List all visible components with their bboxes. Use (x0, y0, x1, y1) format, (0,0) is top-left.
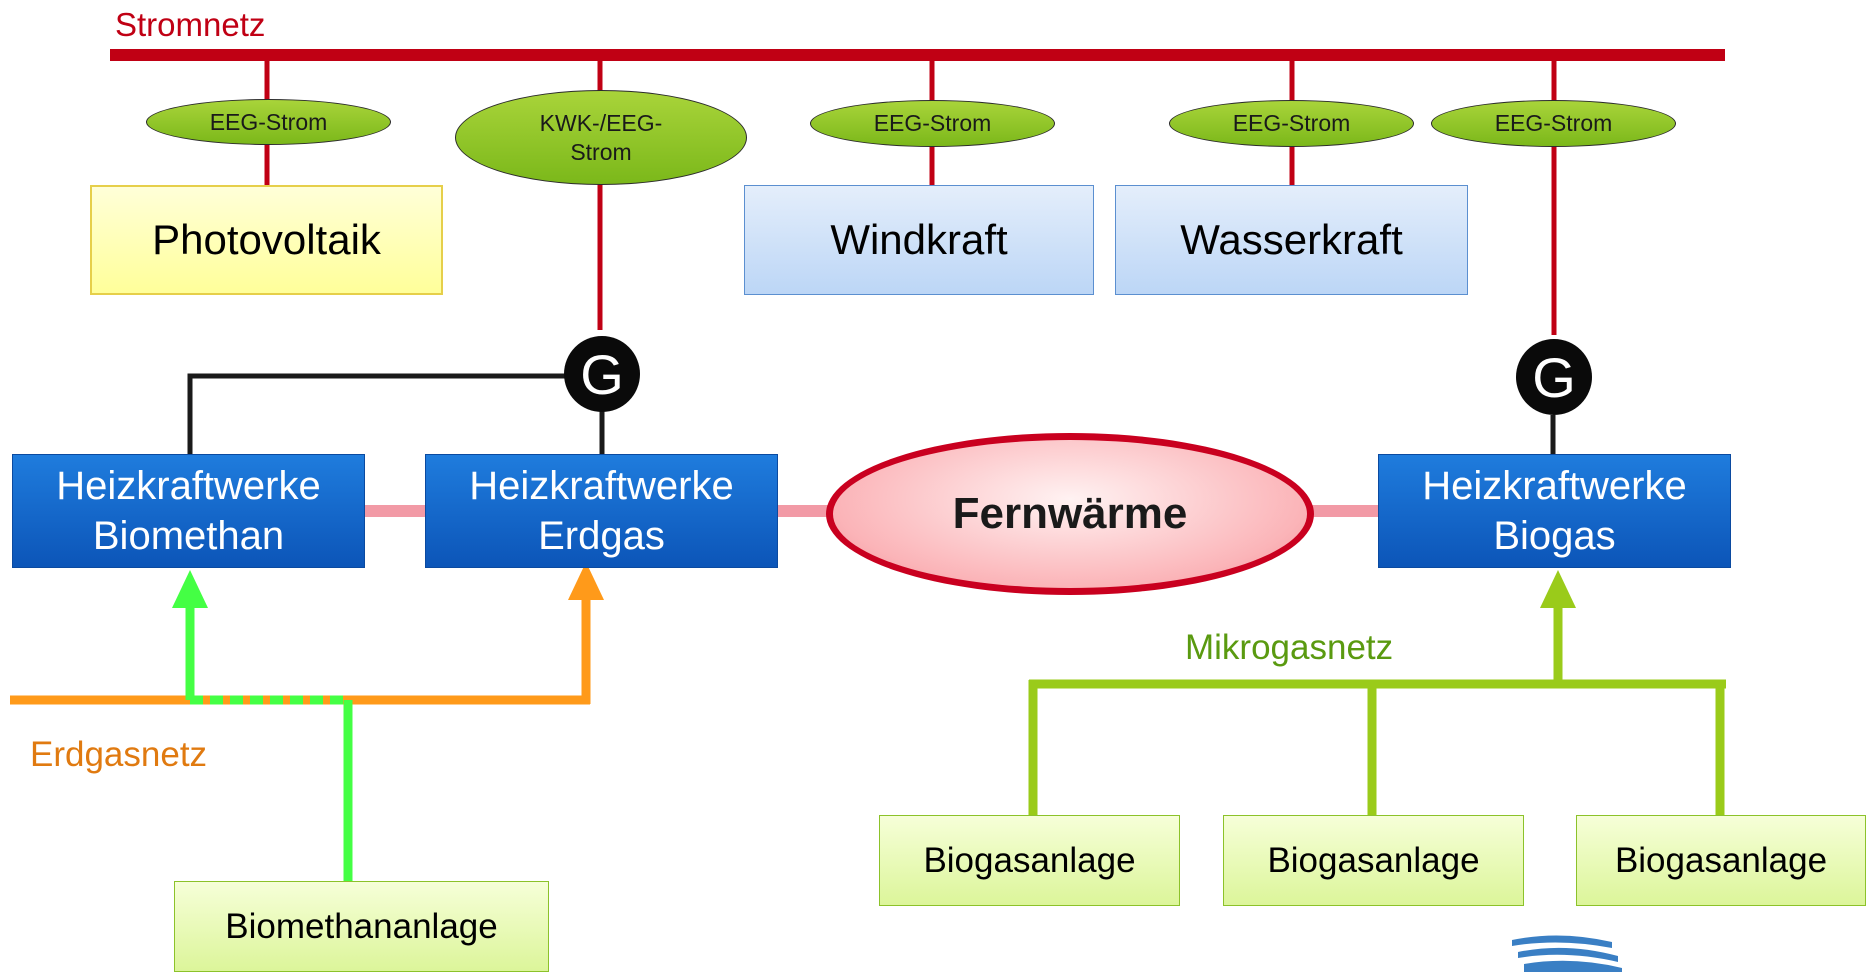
wasserkraft-box: Wasserkraft (1115, 185, 1468, 295)
stromnetz-label: Stromnetz (115, 6, 266, 43)
hkw-erdgas-line1: Heizkraftwerke (469, 464, 734, 508)
mikrogasnetz-label: Mikrogasnetz (1185, 628, 1394, 667)
photovoltaik-box: Photovoltaik (90, 185, 443, 295)
biomethananlage-box: Biomethananlage (174, 881, 549, 972)
photovoltaik-label: Photovoltaik (152, 216, 381, 263)
biogasanlage-label-1: Biogasanlage (923, 840, 1136, 880)
eeg-strom-label-1: EEG-Strom (209, 108, 328, 135)
eeg-strom-ellipse-3: EEG-Strom (1169, 100, 1414, 147)
eeg-strom-label-3: EEG-Strom (1232, 110, 1351, 137)
eeg-strom-ellipse-4: EEG-Strom (1431, 100, 1676, 147)
eeg-strom-label-2: EEG-Strom (873, 110, 992, 137)
kwk-eeg-strom-ellipse: KWK-/EEG- Strom (455, 90, 747, 185)
hkw-biogas-line2: Biogas (1493, 514, 1616, 558)
generator-1: G (564, 336, 640, 412)
biogasanlage-box-3: Biogasanlage (1576, 815, 1866, 906)
generator-2-label: G (1532, 345, 1576, 409)
mikrogas-arrowhead (1540, 570, 1576, 608)
wasserkraft-label: Wasserkraft (1180, 216, 1403, 263)
hkw-biogas-box: Heizkraftwerke Biogas (1378, 454, 1731, 568)
biomethan-to-generator-line (187, 373, 565, 455)
erdgas-arrowhead (568, 562, 604, 600)
windkraft-box: Windkraft (744, 185, 1094, 295)
biogasanlage-label-3: Biogasanlage (1614, 840, 1828, 880)
logo-fragment (1512, 935, 1622, 972)
biogasanlage-label-2: Biogasanlage (1267, 840, 1480, 880)
hkw-biomethan-line1: Heizkraftwerke (56, 464, 321, 508)
hkw-biomethan-box: Heizkraftwerke Biomethan (12, 454, 365, 568)
generator-1-label: G (580, 342, 624, 406)
eeg-strom-label-4: EEG-Strom (1494, 110, 1613, 137)
fernwaerme-ellipse: Fernwärme (826, 433, 1314, 595)
windkraft-label: Windkraft (830, 216, 1008, 263)
erdgasnetz-label: Erdgasnetz (30, 735, 208, 774)
kwk-eeg-label-line1: KWK-/EEG- (539, 109, 663, 136)
hkw-erdgas-line2: Erdgas (538, 514, 665, 558)
biogasanlage-box-2: Biogasanlage (1223, 815, 1524, 906)
kwk-eeg-label-line2: Strom (570, 138, 632, 165)
biomethan-arrowhead (172, 570, 208, 608)
fernwaerme-label: Fernwärme (952, 489, 1188, 538)
eeg-strom-ellipse-1: EEG-Strom (146, 99, 391, 145)
biogasanlage-box-1: Biogasanlage (879, 815, 1180, 906)
hkw-biomethan-line2: Biomethan (92, 514, 285, 558)
hkw-erdgas-box: Heizkraftwerke Erdgas (425, 454, 778, 568)
biomethananlage-label: Biomethananlage (225, 906, 498, 946)
eeg-strom-ellipse-2: EEG-Strom (810, 100, 1055, 147)
generator-2: G (1516, 339, 1592, 415)
hkw-biogas-line1: Heizkraftwerke (1422, 464, 1687, 508)
